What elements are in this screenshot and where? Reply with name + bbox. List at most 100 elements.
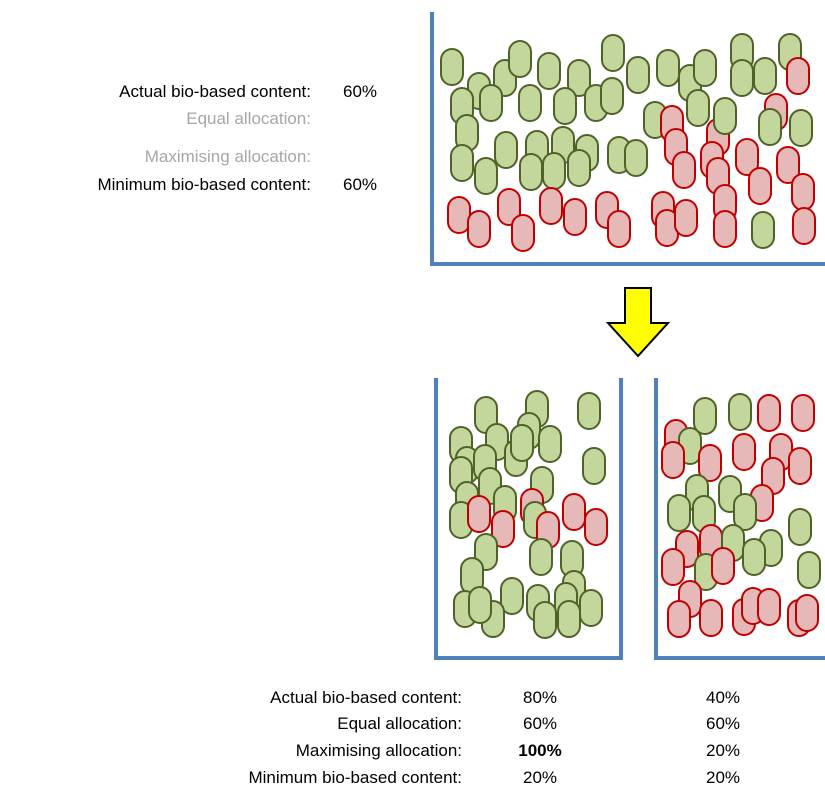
fossil-particle [795,594,819,632]
fossil-particle [674,199,698,237]
bio-based-particle [797,551,821,589]
bio-based-particle [693,397,717,435]
fossil-particle [699,599,723,637]
bio-based-particle [728,393,752,431]
top-container-particles [440,33,816,252]
bio-based-particle [510,424,534,462]
bio-based-particle [624,139,648,177]
top-container [430,12,825,266]
bottom-left-minimum-value: 20% [522,768,558,787]
bio-based-particle [788,508,812,546]
bio-based-particle [468,586,492,624]
fossil-particle [713,210,737,248]
bio-based-particle [667,494,691,532]
bio-based-particle [742,538,766,576]
bio-based-particle [494,131,518,169]
bio-based-particle [529,538,553,576]
fossil-particle [467,495,491,533]
bottom-equal-label: Equal allocation: [337,714,462,733]
bio-based-particle [579,589,603,627]
bio-based-particle [733,493,757,531]
fossil-particle [748,167,772,205]
bio-based-particle [753,57,777,95]
bio-based-particle [450,144,474,182]
bottom-right-equal-value: 60% [705,714,741,733]
fossil-particle [661,441,685,479]
bottom-actual-label: Actual bio-based content: [270,688,462,707]
fossil-particle [698,444,722,482]
fossil-particle [792,207,816,245]
bio-based-particle [567,149,591,187]
top-actual-label: Actual bio-based content: [119,82,311,101]
bio-based-particle [500,577,524,615]
bio-based-particle [538,425,562,463]
fossil-particle [562,493,586,531]
fossil-particle [791,173,815,211]
bio-based-particle [508,40,532,78]
bio-based-particle [751,211,775,249]
bio-based-particle [557,600,581,638]
fossil-particle [661,548,685,586]
bio-based-particle [686,89,710,127]
bio-based-particle [693,49,717,87]
bottom-left-maximising-value: 100% [518,741,562,760]
bio-based-particle [518,84,542,122]
bio-based-particle [474,157,498,195]
bio-based-particle [713,97,737,135]
fossil-particle [757,394,781,432]
top-actual-value: 60% [343,82,378,101]
fossil-particle [788,447,812,485]
bio-based-particle [479,84,503,122]
fossil-particle [667,600,691,638]
down-arrow-icon [605,287,671,358]
bio-based-particle [533,601,557,639]
top-minimum-value: 60% [343,175,378,194]
bottom-left-container-particles [449,390,608,639]
bottom-right-actual-value: 40% [705,688,741,707]
bio-based-particle [656,49,680,87]
bottom-right-container [654,378,825,660]
top-maximising-label: Maximising allocation: [144,147,311,166]
fossil-particle [757,588,781,626]
bio-based-particle [730,59,754,97]
fossil-particle [467,210,491,248]
top-minimum-label: Minimum bio-based content: [97,175,311,194]
fossil-particle [511,214,535,252]
fossil-particle [735,138,759,176]
fossil-particle [791,394,815,432]
bottom-maximising-label: Maximising allocation: [295,741,462,760]
bottom-minimum-label: Minimum bio-based content: [248,768,462,787]
fossil-particle [786,57,810,95]
bio-based-particle [789,109,813,147]
fossil-particle [584,508,608,546]
fossil-particle [539,187,563,225]
bio-based-particle [519,153,543,191]
fossil-particle [491,510,515,548]
bio-based-particle [567,59,591,97]
bottom-left-container [434,378,623,660]
fossil-particle [732,433,756,471]
bio-based-particle [626,56,650,94]
fossil-particle [776,146,800,184]
bio-based-particle [537,52,561,90]
fossil-particle [447,196,471,234]
fossil-particle [607,210,631,248]
fossil-particle [563,198,587,236]
bio-based-particle [542,152,566,190]
top-equal-label: Equal allocation: [186,109,311,128]
bottom-right-maximising-value: 20% [705,741,741,760]
bio-based-particle [582,447,606,485]
fossil-particle [497,188,521,226]
bottom-right-minimum-value: 20% [705,768,741,787]
bio-based-particle [601,34,625,72]
bottom-left-actual-value: 80% [522,688,558,707]
fossil-particle [672,151,696,189]
fossil-particle [711,547,735,585]
bio-based-particle [577,392,601,430]
bottom-left-equal-value: 60% [522,714,558,733]
bio-based-particle [440,48,464,86]
bottom-right-container-particles [661,393,821,638]
bio-based-particle [553,87,577,125]
bio-based-particle [600,77,624,115]
